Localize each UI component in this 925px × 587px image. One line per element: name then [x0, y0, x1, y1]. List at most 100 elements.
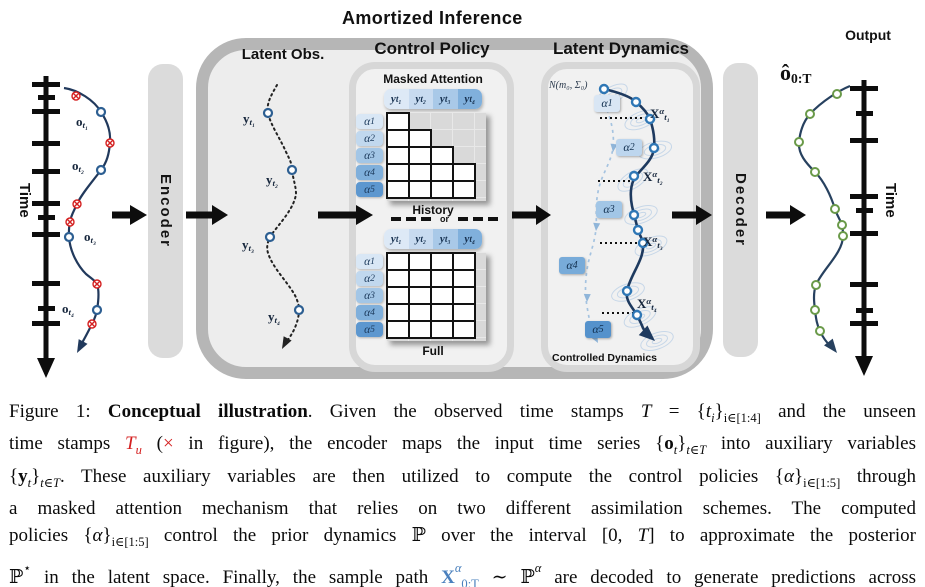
attention-cell	[430, 180, 454, 199]
attention-cell	[452, 180, 476, 199]
attention-cell	[408, 320, 432, 339]
caption-line-4: a masked attention mechanism that relies…	[9, 498, 916, 520]
attention-cell	[408, 180, 432, 199]
x-state-label-3: Xαt₃	[643, 234, 663, 251]
axis-tick	[850, 137, 878, 143]
input-point-label-1: ot₁	[76, 114, 89, 131]
green-circle-marker-icon	[794, 137, 804, 147]
axis-tick	[32, 320, 60, 326]
x-state-label-1: Xαt₁	[650, 106, 670, 123]
latent-point-label-3: yt₃	[242, 237, 255, 254]
caption-line-2: time stamps Tu (× in figure), the encode…	[9, 433, 916, 458]
blue-circle-marker-icon	[63, 231, 75, 243]
latent-point-label-1: yt₁	[243, 111, 256, 128]
blue-circle-marker-icon	[91, 304, 103, 316]
blue-circle-marker-icon	[95, 164, 107, 176]
output-curve	[794, 84, 851, 353]
curve-arrowhead-icon	[824, 338, 837, 353]
axis-tick	[855, 110, 873, 116]
or-divider: or	[391, 214, 498, 224]
input-point-label-2: ot₂	[72, 158, 85, 175]
time-axis-label-left: Time	[16, 183, 33, 218]
time-axis-label-right: Time	[882, 183, 899, 218]
controlled-dynamics-label: Controlled Dynamics	[552, 352, 658, 364]
dash-icon	[391, 216, 401, 222]
caption-line-3: {yt}t∈T. These auxiliary variables are t…	[9, 465, 917, 490]
blue-circle-marker-icon	[95, 106, 107, 118]
axis-tick	[37, 214, 55, 220]
green-circle-marker-icon	[830, 204, 840, 214]
x-state-label-4: Xαt₄	[637, 296, 657, 313]
dash-icon	[421, 216, 431, 222]
caption-line-1: Figure 1: Conceptual illustration. Given…	[9, 401, 917, 425]
latent-point-label-2: yt₂	[266, 172, 279, 189]
figure-caption: Figure 1: Conceptual illustration. Given…	[9, 399, 916, 587]
encoder-bar: Encoder	[148, 64, 183, 358]
dash-icon	[473, 216, 483, 222]
axis-tick	[850, 320, 878, 326]
caption-line-5: policies {α}i∈[1:5] control the prior dy…	[9, 524, 916, 549]
or-label: or	[440, 214, 449, 224]
figure-title: Amortized Inference	[342, 8, 523, 28]
input-point-label-3: ot₃	[84, 229, 97, 246]
red-cross-marker-icon	[72, 199, 82, 209]
decoder-bar: Decoder	[723, 63, 758, 357]
axis-tick	[850, 85, 878, 91]
latent-obs-header: Latent Obs.	[241, 46, 325, 63]
attention-cell	[452, 320, 476, 339]
axis-tick	[32, 81, 60, 87]
unseen-cross-markers	[65, 91, 115, 329]
figure-diagram: Encoder Decoder Amortized Inference Late…	[16, 8, 899, 379]
red-cross-marker-icon	[65, 217, 75, 227]
axis-tick	[32, 280, 60, 286]
initial-distribution-label: N(m₀, Σ₀)	[549, 80, 588, 91]
dash-icon	[488, 216, 498, 222]
axis-tick	[37, 94, 55, 100]
masked-attention-title: Masked Attention	[383, 72, 483, 86]
axis-tick	[32, 200, 60, 206]
axis-tick	[32, 108, 60, 114]
axis-tick	[855, 307, 873, 313]
time-axis-right	[855, 80, 873, 376]
attention-cell	[430, 320, 454, 339]
full-attention-matrix	[386, 252, 486, 341]
attention-cell	[386, 320, 410, 339]
history-label: History	[412, 203, 454, 217]
green-circle-marker-icon	[810, 167, 820, 177]
axis-tick	[32, 168, 60, 174]
red-cross-marker-icon	[71, 91, 81, 101]
green-circle-marker-icon	[805, 109, 815, 119]
green-circle-marker-icon	[810, 305, 820, 315]
green-circle-marker-icon	[837, 220, 847, 230]
green-circle-marker-icon	[832, 89, 842, 99]
time-axis-left	[37, 76, 55, 378]
output-header: Output	[845, 27, 891, 43]
curve-arrowhead-icon	[77, 339, 88, 353]
axis-tick	[37, 305, 55, 311]
encoder-label: Encoder	[157, 173, 174, 248]
decoder-label: Decoder	[732, 172, 749, 248]
latent-dynamics-header: Latent Dynamics	[552, 39, 690, 58]
axis-tick	[32, 231, 60, 237]
